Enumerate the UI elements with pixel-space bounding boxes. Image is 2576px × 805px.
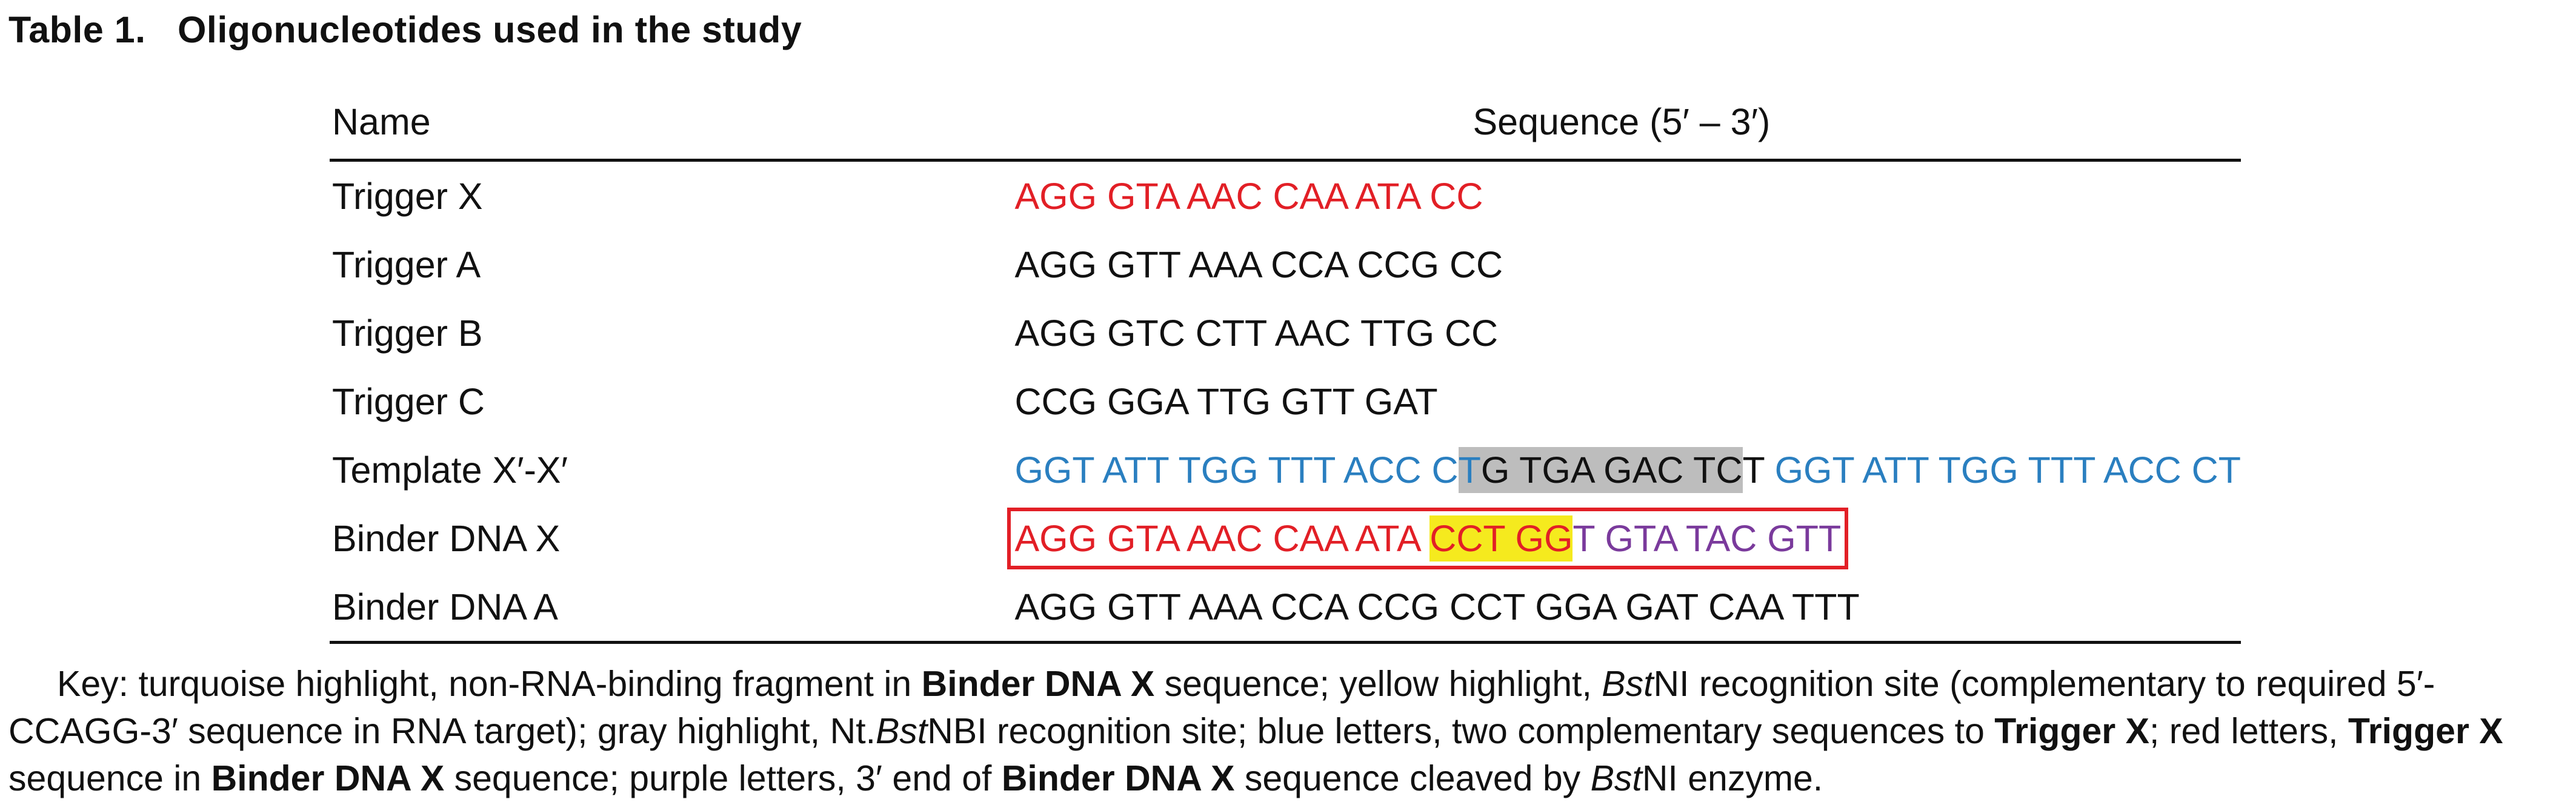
table-row: Trigger B AGG GTC CTT AAC TTG CC	[330, 299, 2241, 367]
key-text-run: Binder DNA X	[921, 664, 1155, 704]
sequence-segment: AGG GTT AAA CCA CCG CC	[1014, 243, 1503, 285]
key-text-run: NI enzyme.	[1642, 758, 1823, 798]
table-row: Trigger C CCG GGA TTG GTT GAT	[330, 367, 2241, 436]
table-row: Trigger X AGG GTA AAC CAA ATA CC	[330, 161, 2241, 231]
sequence-segment: AGG GTT AAA CCA CCG CCT GGA GAT CAA TTT	[1014, 586, 1860, 628]
sequence-segment: AGG GTC CTT AAC TTG CC	[1014, 312, 1499, 354]
key-text-run: Trigger X	[2348, 711, 2503, 751]
key-text-run: Trigger X	[1994, 711, 2150, 751]
key-text-run: Binder DNA X	[1001, 758, 1235, 798]
table-row: Trigger A AGG GTT AAA CCA CCG CC	[330, 230, 2241, 299]
sequence-segment: AGG GTA AAC CAA ATA CC	[1014, 175, 1483, 217]
oligo-sequence-cell: AGG GTT AAA CCA CCG CC	[1012, 230, 2241, 299]
oligo-sequence-cell: AGG GTT AAA CCA CCG CCT GGA GAT CAA TTT	[1012, 572, 2241, 644]
oligo-sequence: GGT ATT TGG TTT ACC CTG TGA GAC TCT GGT …	[1014, 446, 2241, 494]
turquoise-highlight-segment: AGG GT	[1014, 517, 1156, 559]
oligo-sequence: AGG GTT AAA CCA CCG CCT GGA GAT CAA TTT	[1014, 583, 1859, 631]
sequence-segment: CCG GGA TTG GTT GAT	[1014, 380, 1438, 422]
oligo-name: Template X′-X′	[332, 449, 568, 491]
gray-highlight-segment: G TGA GAC TC	[1480, 446, 1743, 493]
oligo-sequence-cell: AGG GTC CTT AAC TTG CC	[1012, 299, 2241, 367]
table-row: Template X′-X′GGT ATT TGG TTT ACC CTG TG…	[330, 436, 2241, 504]
table-header-row: Name Sequence (5′ – 3′)	[330, 85, 2241, 162]
key-text-run: ; red letters,	[2149, 711, 2348, 751]
table-title: Oligonucleotides used in the study	[177, 9, 802, 50]
sequence-segment: GGT ATT TGG TTT ACC CT	[1774, 449, 2241, 491]
sequence-segment: T	[1742, 449, 1775, 491]
oligo-sequence-cell: AGG GTA AAC CAA ATA CCT GGT GTA TAC GTT	[1007, 504, 2241, 572]
key-text-run: NI recognition site (complementary to re…	[8, 664, 2435, 751]
key-text-run: Bst	[875, 711, 928, 751]
key-text-run: Binder DNA X	[211, 758, 445, 798]
oligo-name: Binder DNA A	[330, 572, 1013, 644]
key-text-run: sequence; yellow highlight,	[1154, 664, 1602, 704]
oligo-sequence-cell: GGT ATT TGG TTT ACC CTG TGA GAC TCT GGT …	[1012, 436, 2241, 504]
table-label: Table 1.	[8, 9, 146, 50]
key-text-run: NBI recognition site; blue letters, two …	[927, 711, 1995, 751]
key-text-run: Bst	[1590, 758, 1642, 798]
oligo-sequence: AGG GTT AAA CCA CCG CC	[1014, 241, 1503, 288]
key-text-run: Key: turquoise highlight, non-RNA-bindin…	[57, 664, 922, 704]
oligo-name: Trigger C	[332, 380, 485, 422]
table-caption: Table 1. Oligonucleotides used in the st…	[8, 8, 802, 51]
oligo-name: Binder DNA X	[332, 517, 561, 559]
oligo-name: Trigger A	[332, 243, 481, 285]
sequence-segment: GGT ATT TGG TTT ACC C	[1014, 449, 1459, 491]
oligo-sequence: AGG GTA AAC CAA ATA CC	[1014, 173, 1483, 220]
oligo-sequence: AGG GTC CTT AAC TTG CC	[1014, 310, 1498, 357]
key-text-run: Bst	[1602, 664, 1654, 704]
sequence-segment: T GTA TAC GTT	[1573, 517, 1842, 559]
oligo-sequence-cell: AGG GTA AAC CAA ATA CC	[1012, 161, 2241, 231]
boxed-sequence: AGG GTA AAC CAA ATA CCT GGT GTA TAC GTT	[1007, 507, 1849, 569]
oligo-sequence: CCG GGA TTG GTT GAT	[1014, 378, 1437, 425]
table-body: Trigger X AGG GTA AAC CAA ATA CC Trigger A…	[330, 161, 2241, 644]
column-header-sequence: Sequence (5′ – 3′)	[1012, 85, 2241, 162]
key-text-run: sequence in	[8, 758, 211, 798]
yellow-highlight-segment: CCT GG	[1429, 515, 1573, 562]
key-text-run: sequence cleaved by	[1234, 758, 1591, 798]
key-text-run: sequence; purple letters, 3′ end of	[444, 758, 1002, 798]
oligo-name: Trigger X	[332, 175, 483, 217]
column-header-name: Name	[330, 85, 1013, 162]
sequence-segment: A AAC CAA ATA	[1156, 517, 1430, 559]
table-row: Binder DNA X AGG GTA AAC CAA ATA CCT GGT …	[330, 504, 2241, 572]
table-key-footnote: Key: turquoise highlight, non-RNA-bindin…	[8, 660, 2566, 802]
oligo-sequence-cell: CCG GGA TTG GTT GAT	[1012, 367, 2241, 436]
gray-highlight-segment: T	[1458, 446, 1481, 493]
oligo-name: Trigger B	[332, 312, 483, 354]
